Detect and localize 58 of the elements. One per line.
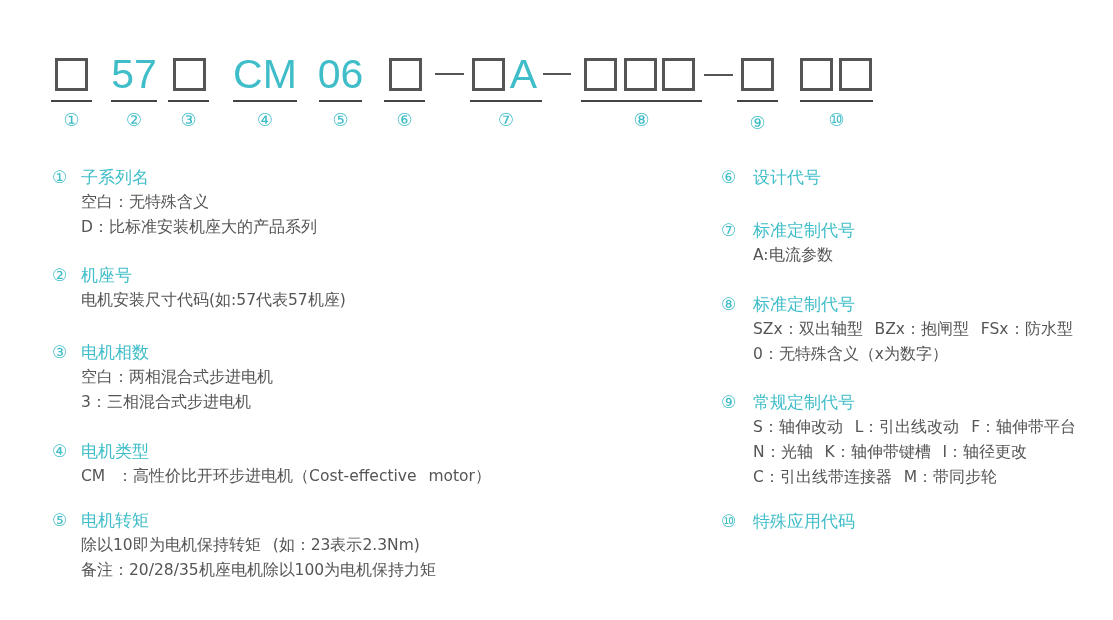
placeholder-square: [584, 58, 617, 91]
item-description: S：轴伸改动 L：引出线改动 F：轴伸带平台: [753, 417, 1077, 438]
item-description: C：引出线带连接器 M：带同步轮: [753, 467, 998, 488]
item-description: 空白：两相混合式步进电机: [81, 367, 273, 388]
placeholder-square: [839, 58, 872, 91]
item-number: ⑥: [721, 166, 737, 189]
item-heading: 机座号: [81, 264, 132, 287]
placeholder-square: [800, 58, 833, 91]
item-number: ⑤: [52, 509, 68, 532]
position-number: ⑨: [749, 113, 766, 133]
item-description: 除以10即为电机保持转矩 (如：23表示2.3Nm): [81, 535, 420, 556]
item-heading: 电机类型: [81, 440, 149, 463]
placeholder-square: [389, 58, 422, 91]
item-heading: 设计代号: [753, 166, 821, 189]
item-description: N：光轴 K：轴伸带键槽 I：轴径更改: [753, 442, 1028, 463]
item-number: ⑩: [721, 510, 737, 533]
item-heading: 特殊应用代码: [753, 510, 855, 533]
placeholder-square: [624, 58, 657, 91]
item-heading: 标准定制代号: [753, 219, 855, 242]
item-heading: 电机相数: [81, 341, 149, 364]
item-description: CM ：高性价比开环步进电机（Cost-effective motor）: [81, 466, 491, 487]
position-number: ②: [125, 110, 143, 130]
item-number: ②: [52, 264, 68, 287]
item-description: A:电流参数: [753, 245, 833, 266]
item-number: ①: [52, 166, 68, 189]
item-description: 空白：无特殊含义: [81, 192, 209, 213]
item-description: SZx：双出轴型 BZx：抱闸型 FSx：防水型: [753, 319, 1073, 340]
item-heading: 常规定制代号: [753, 391, 855, 414]
code-text: A: [509, 54, 538, 95]
position-number: ⑧: [633, 110, 650, 130]
placeholder-square: [55, 58, 88, 91]
item-number: ④: [52, 440, 68, 463]
item-description: 电机安装尺寸代码(如:57代表57机座): [81, 290, 346, 311]
code-text: CM: [233, 54, 297, 95]
item-heading: 标准定制代号: [753, 293, 855, 316]
placeholder-square: [741, 58, 774, 91]
item-description: 0：无特殊含义（x为数字）: [753, 344, 949, 365]
item-heading: 子系列名: [81, 166, 149, 189]
position-number: ⑦: [497, 110, 515, 130]
placeholder-square: [173, 58, 206, 91]
item-number: ③: [52, 341, 68, 364]
item-number: ⑧: [721, 293, 737, 316]
code-text: 57: [111, 54, 157, 95]
position-number: ④: [256, 110, 274, 130]
item-number: ⑨: [721, 391, 737, 414]
position-number: ⑤: [332, 110, 349, 130]
item-number: ⑦: [721, 219, 737, 242]
item-heading: 电机转矩: [81, 509, 149, 532]
item-description: 备注：20/28/35机座电机除以100为电机保持力矩: [81, 560, 437, 581]
placeholder-square: [472, 58, 505, 91]
position-number: ①: [63, 110, 80, 130]
position-number: ⑥: [396, 110, 413, 130]
item-description: 3：三相混合式步进电机: [81, 392, 251, 413]
placeholder-square: [662, 58, 695, 91]
code-text: 06: [317, 54, 364, 95]
item-description: D：比标准安装机座大的产品系列: [81, 217, 317, 238]
position-number: ⑩: [828, 110, 845, 130]
position-number: ③: [180, 110, 197, 130]
